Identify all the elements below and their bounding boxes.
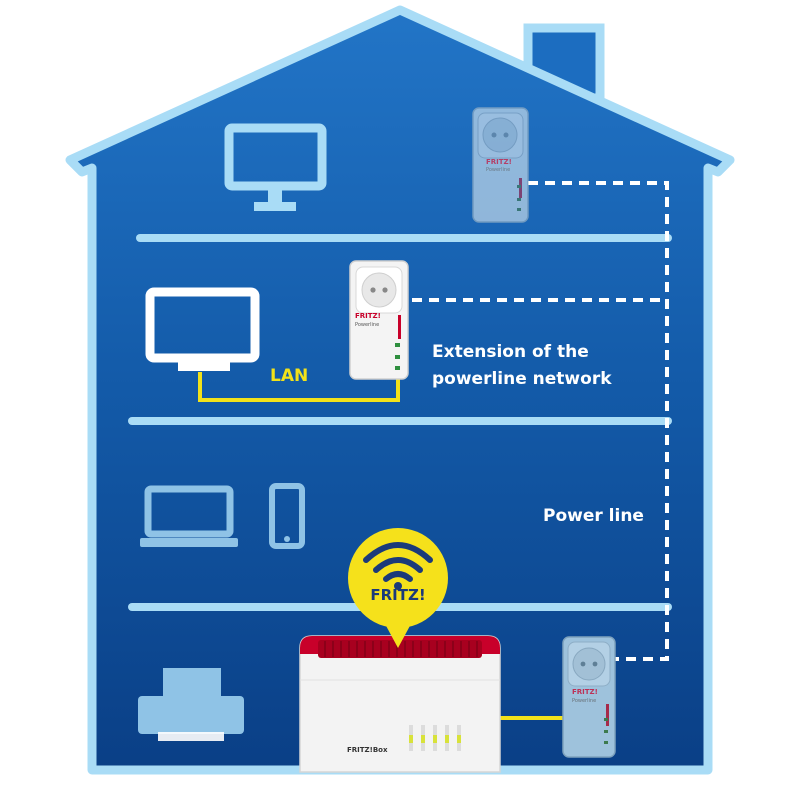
- laptop-icon: [140, 485, 238, 547]
- lan-label: LAN: [270, 366, 309, 386]
- phone-icon: [269, 483, 305, 549]
- powerline-adapter-top: [472, 107, 529, 223]
- power-line-path: [528, 181, 669, 661]
- adapter-brand-top: FRITZ!: [486, 158, 512, 166]
- adapter-model-top: Powerline: [486, 167, 511, 173]
- extension-label-line2: powerline network: [432, 369, 612, 389]
- wifi-icon: [363, 542, 433, 582]
- adapter-brand-middle: FRITZ!: [355, 312, 381, 320]
- wifi-dot: [394, 582, 402, 590]
- powerline-adapter-bottom: [562, 636, 616, 758]
- fritz-bubble-label: FRITZ!: [370, 586, 426, 604]
- monitor-base: [254, 202, 296, 211]
- power-line-label: Power line: [543, 506, 644, 526]
- monitor-stand: [268, 190, 282, 204]
- adapter-model-bottom: Powerline: [572, 698, 597, 704]
- adapter-model-middle: Powerline: [355, 322, 380, 328]
- printer-icon: [138, 668, 244, 741]
- monitor-icon: [224, 123, 327, 191]
- adapter-brand-bottom: FRITZ!: [572, 688, 598, 696]
- powerline-adapter-middle: [349, 260, 409, 380]
- fritzbox-router: [299, 635, 501, 773]
- tv-icon: [145, 287, 260, 371]
- lan-cable: [198, 372, 400, 402]
- router-brand: FRITZ!Box: [347, 746, 388, 754]
- extension-label: Extension of the powerline network: [432, 339, 672, 393]
- extension-label-line1: Extension of the: [432, 342, 589, 362]
